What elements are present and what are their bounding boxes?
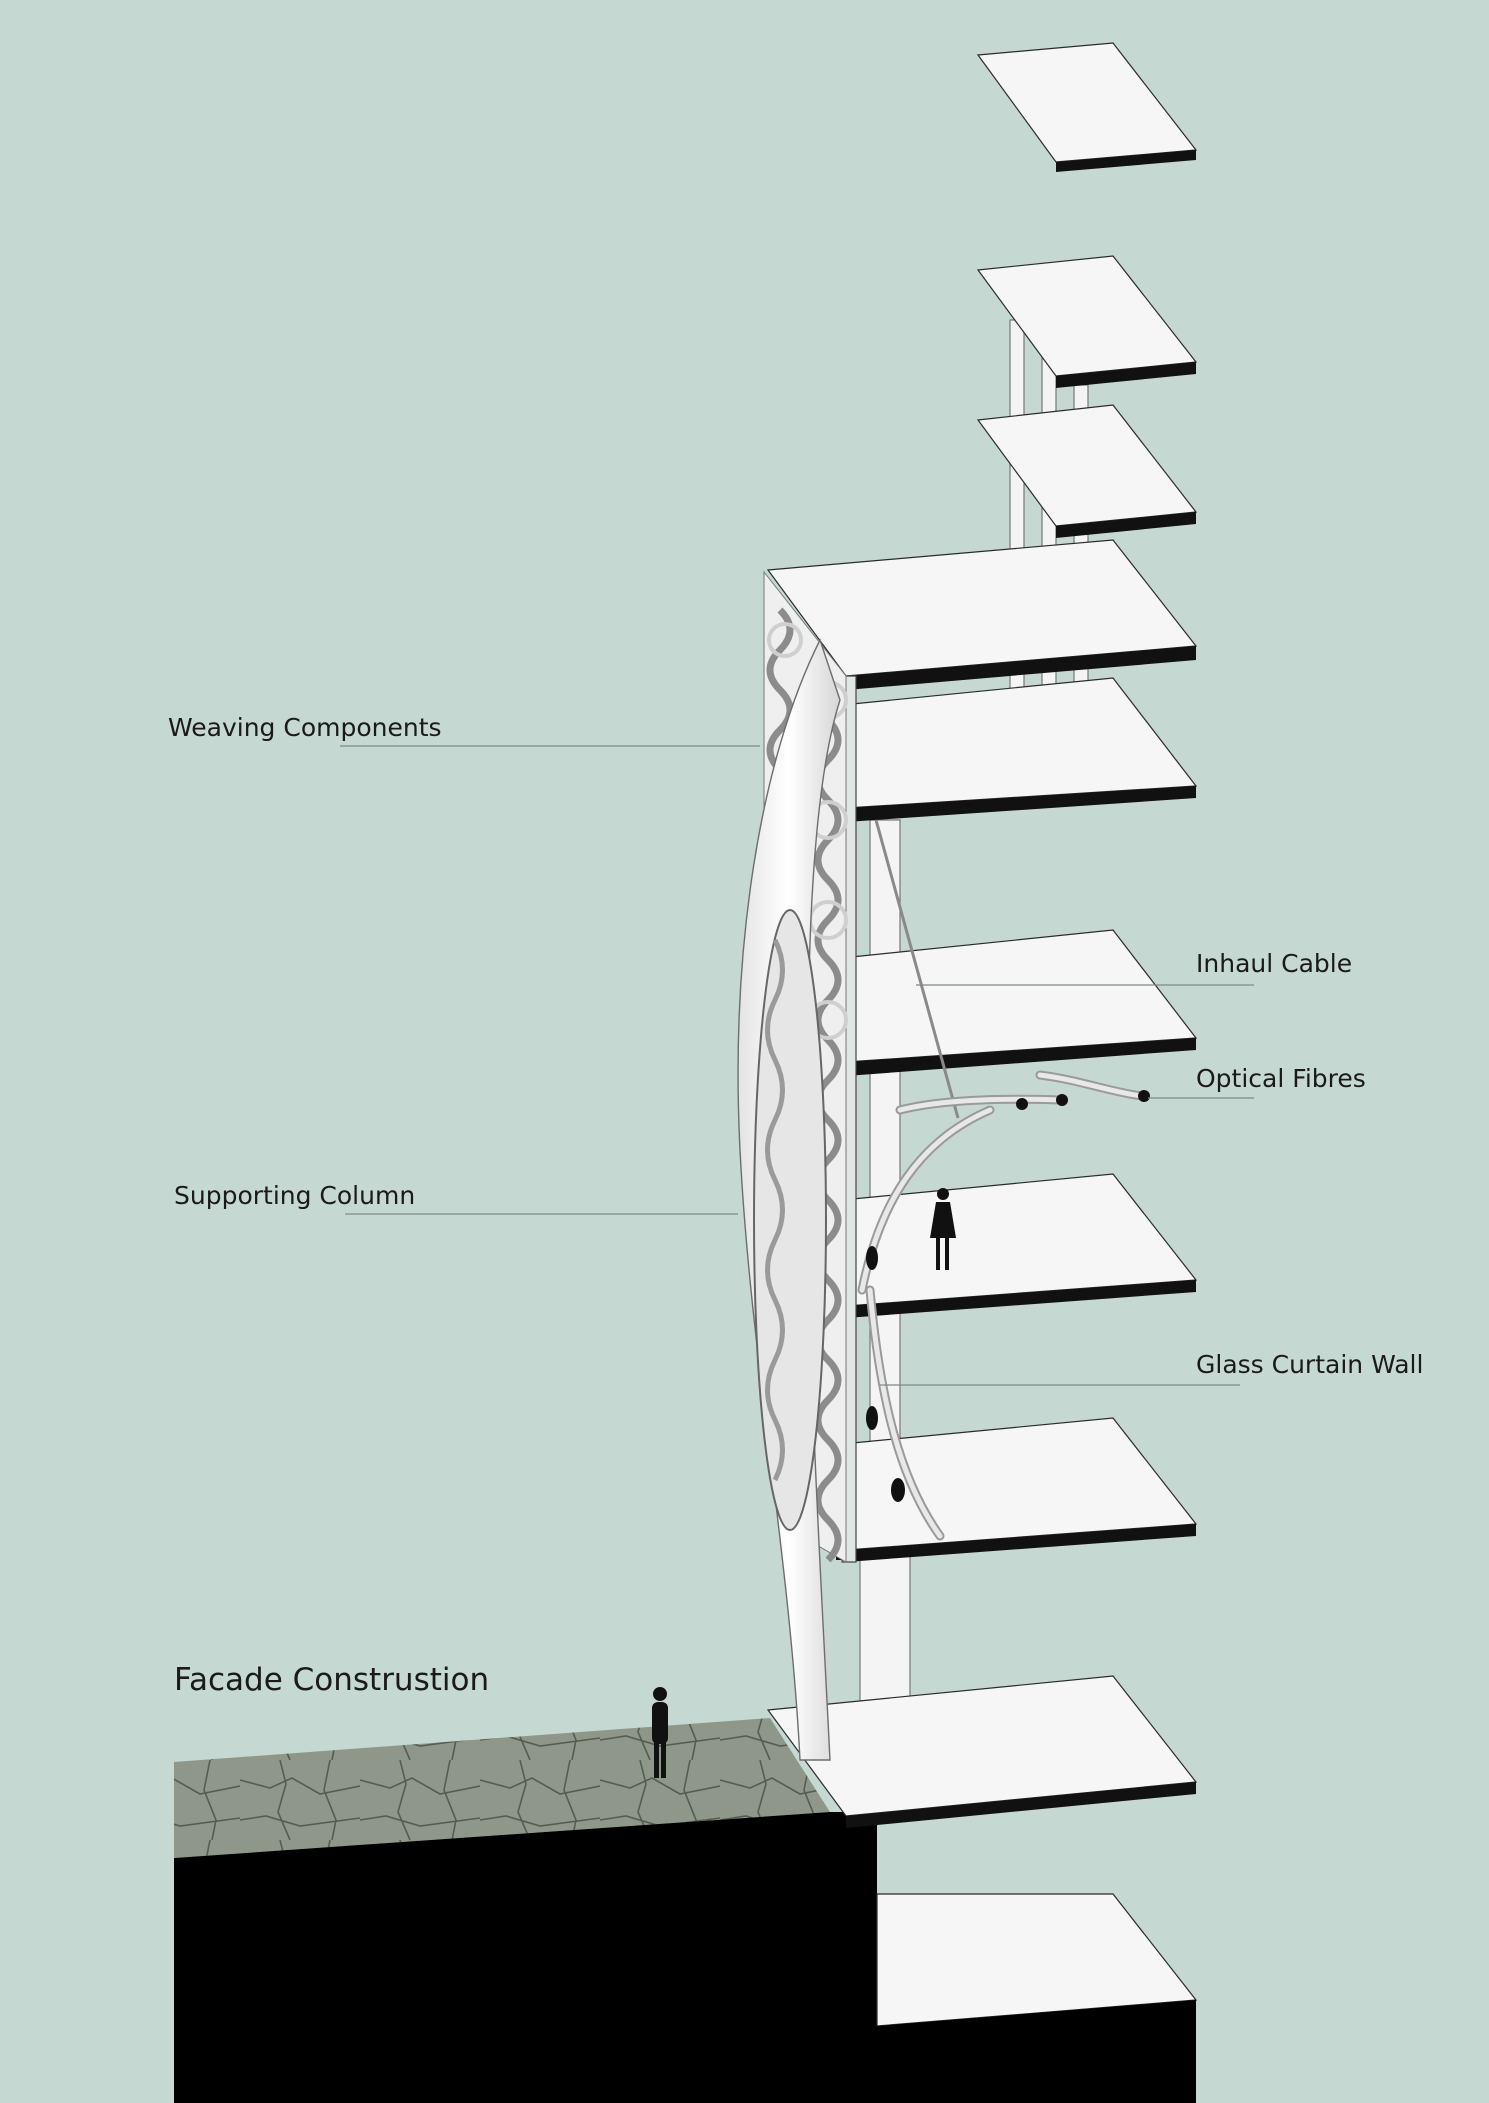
- column-opening-weave: [765, 938, 785, 1482]
- floor-slabs: [766, 42, 1198, 1828]
- label-supporting-column: Supporting Column: [174, 1181, 415, 1210]
- slab-7: [766, 539, 1198, 690]
- person-figure-floor: [930, 1188, 956, 1270]
- lower-slab-void: [877, 1818, 1197, 1894]
- label-inhaul-cable: Inhaul Cable: [1196, 949, 1352, 978]
- slab-ground: [766, 1675, 1198, 1828]
- slab-8: [976, 404, 1198, 538]
- diagram-title: Facade Construstion: [174, 1662, 489, 1698]
- label-optical-fibres: Optical Fibres: [1196, 1064, 1366, 1093]
- optical-fibres: [857, 1070, 1150, 1541]
- slab-6: [841, 677, 1198, 822]
- basement-block: [174, 1812, 877, 2103]
- label-glass-curtain-wall: Glass Curtain Wall: [1196, 1350, 1423, 1379]
- label-weaving-components: Weaving Components: [168, 713, 442, 742]
- inhaul-cable: [874, 819, 960, 1119]
- slab-4: [841, 1173, 1198, 1318]
- leader-lines: [340, 745, 1254, 1386]
- slab-roof: [976, 42, 1198, 172]
- basement-slab-edge: [877, 2000, 1196, 2103]
- column-opening: [753, 909, 827, 1531]
- person-figure-ground: [652, 1687, 668, 1778]
- slab-5: [841, 929, 1198, 1076]
- slab-9: [976, 255, 1198, 388]
